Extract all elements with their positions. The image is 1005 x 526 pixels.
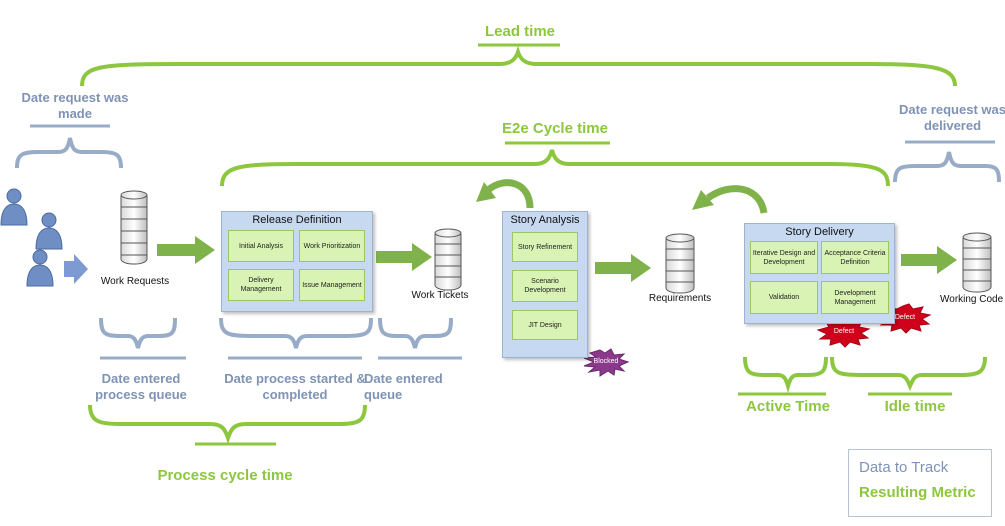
defect-flag-1: Defect <box>833 328 855 335</box>
step-delivery-management: Delivery Management <box>228 269 294 301</box>
queue-bracket-2 <box>378 317 453 349</box>
lead-time-label: Lead time <box>484 23 556 40</box>
work-tickets-label: Work Tickets <box>411 290 469 301</box>
process-cycle-time-label: Process cycle time <box>157 467 293 484</box>
date-request-made-bracket <box>15 137 123 169</box>
story-analysis-title: Story Analysis <box>510 214 580 226</box>
date-entered-queue-label: Date entered queue <box>364 371 443 402</box>
story-delivery-title: Story Delivery <box>785 226 854 238</box>
idle-time-bracket <box>830 356 987 392</box>
date-request-delivered-label: Date request was delivered <box>899 102 1005 133</box>
blocked-burst-icon <box>583 348 630 377</box>
date-request-made-label: Date request was made <box>21 90 129 121</box>
step-initial-analysis: Initial Analysis <box>228 230 294 262</box>
step-story-refinement: Story Refinement <box>512 232 578 262</box>
queue-bracket-1 <box>99 317 177 349</box>
story-delivery-box: Story Delivery Iterative Design and Deve… <box>744 223 895 324</box>
work-tickets-database-icon <box>434 228 462 291</box>
request-arrow-icon <box>64 254 88 284</box>
active-time-bracket <box>743 356 828 394</box>
step-development-management: Development Management <box>821 281 889 314</box>
e2e-cycle-time-label: E2e Cycle time <box>502 120 608 137</box>
step-validation: Validation <box>750 281 818 314</box>
legend: Data to Track Resulting Metric <box>848 449 992 517</box>
defect-flag-2: Defect <box>894 314 916 321</box>
active-time-label: Active Time <box>746 398 830 415</box>
process-cycle-bracket <box>88 404 367 445</box>
flow-arrows <box>157 236 957 282</box>
blocked-flag: Blocked <box>593 358 619 365</box>
story-analysis-box: Story Analysis Story Refinement Scenario… <box>502 211 588 358</box>
release-definition-title: Release Definition <box>252 214 342 226</box>
lead-time-bracket <box>80 45 957 87</box>
requirements-database-icon <box>665 233 695 294</box>
legend-data-to-track: Data to Track <box>859 459 949 476</box>
work-requests-label: Work Requests <box>100 276 170 287</box>
legend-resulting-metric: Resulting Metric <box>859 484 976 501</box>
date-process-started-label: Date process started & completed <box>224 371 366 402</box>
date-entered-process-queue-label: Date entered process queue <box>95 371 187 402</box>
database-icons <box>120 190 992 294</box>
step-jit-design: JIT Design <box>512 310 578 340</box>
e2e-cycle-bracket <box>220 149 890 187</box>
step-iterative-design: Iterative Design and Development <box>750 241 818 274</box>
defect-burst-icon-1 <box>816 317 871 348</box>
people-icon <box>0 188 63 287</box>
working-code-label: Working Code <box>940 294 1004 305</box>
work-requests-database-icon <box>120 190 148 265</box>
process-bracket <box>219 317 373 349</box>
idle-time-label: Idle time <box>884 398 946 415</box>
return-arrows <box>485 179 768 214</box>
requirements-label: Requirements <box>648 293 712 304</box>
release-definition-box: Release Definition Initial Analysis Work… <box>221 211 373 312</box>
date-request-delivered-bracket <box>893 151 1001 183</box>
step-acceptance-criteria: Acceptance Criteria Definition <box>821 241 889 274</box>
step-scenario-development: Scenario Development <box>512 270 578 302</box>
step-issue-management: Issue Management <box>299 269 365 301</box>
step-work-prioritization: Work Prioritization <box>299 230 365 262</box>
working-code-database-icon <box>962 232 992 293</box>
